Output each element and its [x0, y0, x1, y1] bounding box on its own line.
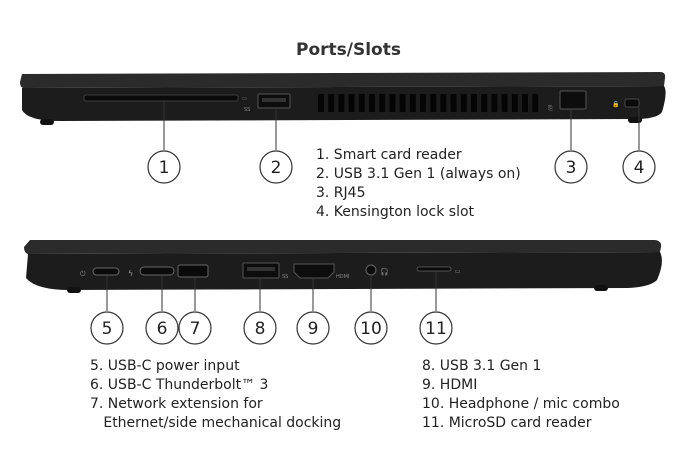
- vent-slot: [420, 94, 426, 112]
- vent-slot: [460, 94, 467, 112]
- callout-number: 7: [190, 319, 201, 339]
- svg-text:⏻: ⏻: [80, 270, 86, 278]
- foot: [40, 119, 54, 125]
- smart-card-slot: [83, 94, 239, 102]
- callout-circle: [145, 311, 179, 345]
- callout-circle: [554, 150, 588, 184]
- callout-number: 11: [425, 319, 447, 339]
- legend-item: 4. Kensington lock slot: [316, 204, 475, 220]
- page-title: Ports/Slots: [296, 40, 401, 60]
- vent-slot: [501, 94, 508, 112]
- svg-text:🎧: 🎧: [380, 267, 389, 276]
- legend-item: Ethernet/side mechanical docking: [90, 415, 342, 431]
- vent-slot: [450, 94, 457, 112]
- callout-circle: [259, 150, 293, 184]
- callout-circle: [178, 311, 212, 345]
- vent-slot: [389, 94, 396, 112]
- vent-slot: [399, 94, 406, 112]
- callout-number: 6: [157, 319, 168, 339]
- laptop-left-base: [26, 252, 662, 290]
- legend-item: 1. Smart card reader: [316, 147, 462, 163]
- callout-circle: [296, 311, 330, 345]
- callout-number: 9: [308, 319, 319, 339]
- callout-number: 4: [634, 158, 645, 178]
- callout-circle: [419, 311, 453, 345]
- svg-text:▭: ▭: [242, 96, 247, 102]
- vent-slot: [409, 94, 416, 112]
- legend-item: 9. HDMI: [422, 377, 478, 393]
- legend-left: 5. USB-C power input 6. USB-C Thunderbolt…: [90, 357, 341, 433]
- thunderbolt-port: [139, 266, 175, 276]
- foot: [67, 287, 81, 293]
- usb-c-power-port: [92, 267, 120, 276]
- legend-item: 5. USB-C power input: [90, 358, 240, 374]
- foot: [594, 285, 608, 291]
- callout-number: 2: [271, 158, 282, 178]
- legend-item: 11. MicroSD card reader: [422, 415, 592, 431]
- vent-slot: [481, 94, 488, 112]
- hdmi-port: [293, 263, 335, 279]
- callouts: 1 2 3 4 5 6 7 8 9 10 11: [90, 100, 656, 345]
- legend-item: 2. USB 3.1 Gen 1 (always on): [316, 166, 521, 182]
- svg-text:ϟ: ϟ: [128, 269, 133, 278]
- vent-slot: [318, 94, 324, 112]
- vent-slot: [348, 94, 355, 112]
- laptop-left-lid: [24, 240, 662, 254]
- legend-item: 8. USB 3.1 Gen 1: [422, 358, 542, 374]
- legend-item: 7. Network extension for: [90, 396, 263, 412]
- legend-item: 10. Headphone / mic combo: [422, 396, 620, 412]
- vent-slot: [522, 94, 528, 112]
- usb-ss-label: SS: [244, 107, 250, 113]
- vent-slot: [471, 94, 477, 112]
- vent-slot: [358, 94, 365, 112]
- vent-slot: [491, 94, 498, 112]
- vent-slot: [328, 94, 335, 112]
- legend-item: 3. RJ45: [316, 185, 366, 201]
- usb-ss-label-2: SS: [282, 274, 288, 280]
- callout-circle: [243, 311, 277, 345]
- callout-circle: [354, 311, 388, 345]
- laptop-left-side: ⏻ ϟ SS HDMI 🎧 ▭: [24, 240, 662, 293]
- foot: [628, 117, 642, 123]
- vent-slot: [440, 94, 447, 112]
- vent-slot: [338, 94, 345, 112]
- legend-right: 8. USB 3.1 Gen 1 9. HDMI 10. Headphone / m…: [422, 357, 620, 433]
- callout-circle: [147, 150, 181, 184]
- hdmi-label: HDMI: [336, 274, 349, 280]
- legend-item: 6. USB-C Thunderbolt™ 3: [90, 377, 269, 393]
- callout-number: 1: [159, 158, 170, 178]
- callout-number: 8: [255, 319, 266, 339]
- cooling-vent: [318, 94, 539, 112]
- vent-slot: [369, 94, 375, 112]
- vent-slot: [511, 94, 518, 112]
- callout-circle: [90, 311, 124, 345]
- microsd-slot: [416, 266, 452, 272]
- vent-slot: [379, 94, 386, 112]
- callout-number: 5: [102, 319, 113, 339]
- callout-circle: [622, 150, 656, 184]
- callout-number: 3: [566, 158, 577, 178]
- laptop-right-side: ▭ SS ⎘ 🔒: [20, 72, 666, 125]
- vent-slot: [430, 94, 437, 112]
- laptop-right-lid: [20, 72, 666, 88]
- kensington-slot: [624, 98, 640, 108]
- network-extension-port: [177, 264, 209, 278]
- audio-jack: [365, 264, 377, 276]
- callout-number: 10: [360, 319, 382, 339]
- vent-slot: [532, 94, 539, 112]
- svg-text:🔒: 🔒: [612, 100, 619, 108]
- svg-text:⎘: ⎘: [548, 105, 553, 112]
- rj45-port: [559, 90, 587, 110]
- svg-text:▭: ▭: [455, 268, 461, 275]
- legend-top: 1. Smart card reader 2. USB 3.1 Gen 1 (al…: [316, 146, 521, 222]
